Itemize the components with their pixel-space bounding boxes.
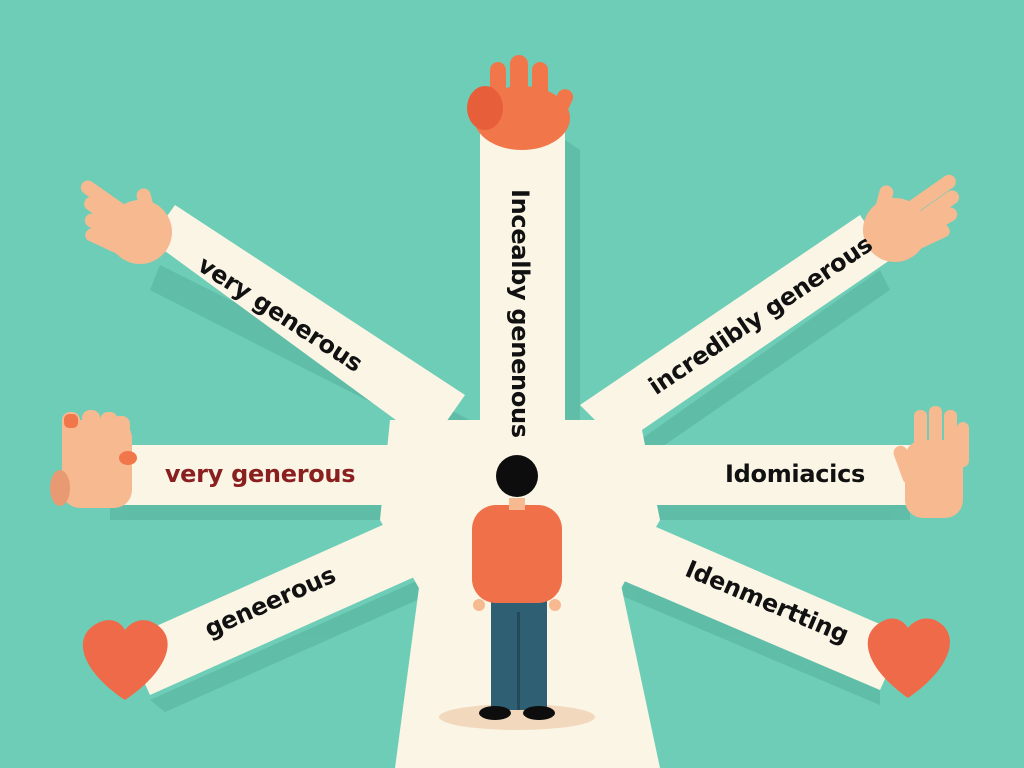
beam-label-middle-right: Idomiacics: [725, 460, 865, 488]
raised-hand-icon: [50, 410, 137, 508]
raised-hand-icon: [893, 406, 969, 518]
orange-hand-icon: [467, 55, 574, 150]
beam-label-middle-left: very generous: [164, 460, 356, 488]
open-hand-icon: [863, 174, 960, 262]
heart-icon: [82, 620, 168, 700]
beam-label-top: Incealby genenous: [506, 189, 534, 438]
open-hand-icon: [80, 180, 172, 264]
person-figure: [439, 455, 595, 730]
heart-icon: [867, 618, 950, 698]
